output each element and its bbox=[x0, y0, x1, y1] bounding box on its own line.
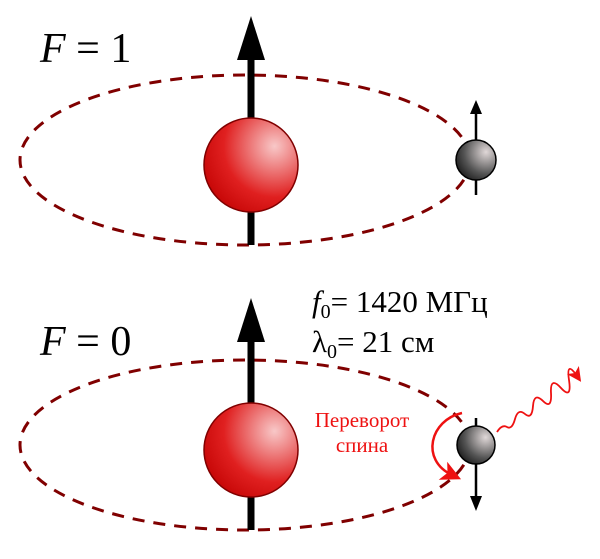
proton bbox=[203, 402, 299, 498]
electron bbox=[456, 425, 496, 465]
photon-emission-wave bbox=[496, 365, 582, 433]
state-f1: F = 1 bbox=[18, 16, 497, 247]
proton bbox=[203, 117, 299, 213]
electron-spin-arrowhead bbox=[470, 100, 482, 114]
frequency-label: f0= 1420 МГц bbox=[312, 284, 488, 323]
electron-spin-arrowhead bbox=[470, 496, 482, 511]
wavelength-label: λ0= 21 см bbox=[312, 324, 434, 363]
state-label-f0: F = 0 bbox=[39, 319, 131, 365]
electron bbox=[455, 139, 497, 181]
state-label-f1: F = 1 bbox=[39, 26, 131, 72]
proton-spin-arrowhead bbox=[237, 298, 265, 342]
spin-flip-arrow bbox=[431, 411, 463, 480]
state-f0: F = 0 f0= 1420 МГц λ0= 21 см Переворот с… bbox=[18, 284, 582, 532]
spin-flip-label-line1: Переворот bbox=[315, 408, 409, 432]
proton-spin-arrowhead bbox=[237, 16, 265, 60]
spin-flip-label-line2: спина bbox=[336, 433, 389, 457]
